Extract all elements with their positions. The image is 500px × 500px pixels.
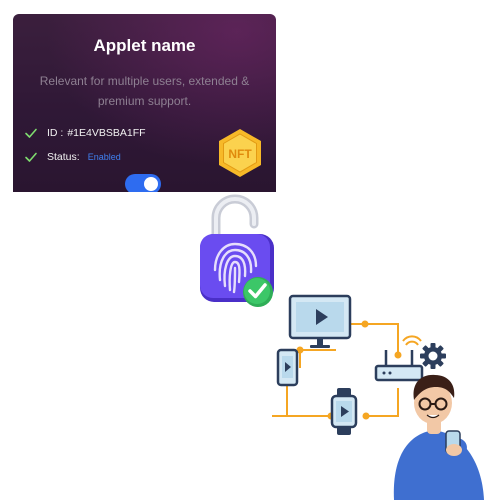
applet-id-label: ID :	[47, 127, 64, 139]
applet-description: Relevant for multiple users, extended & …	[39, 74, 250, 108]
fingerprint-lock-icon	[200, 194, 274, 307]
applet-card: Applet name Relevant for multiple users,…	[13, 14, 276, 192]
toggle-knob	[144, 177, 158, 191]
applet-enable-toggle[interactable]	[125, 174, 161, 192]
gear-icon	[420, 343, 446, 369]
wifi-router-icon	[374, 335, 424, 382]
connected-devices-illustration	[272, 294, 484, 500]
check-icon	[25, 152, 37, 162]
applet-id-value: #1E4VBSBA1FF	[67, 127, 146, 139]
monitor-play-icon	[288, 294, 352, 348]
smartwatch-play-icon	[330, 388, 358, 435]
applet-title: Applet name	[93, 36, 196, 55]
connector-lines	[272, 323, 399, 417]
applet-status-value: Enabled	[87, 152, 121, 162]
nft-badge-text: NFT	[228, 147, 252, 161]
nft-badge-icon: NFT	[219, 129, 261, 177]
connector-dots	[296, 320, 402, 420]
applet-id-row: ID : #1E4VBSBA1FF	[24, 125, 146, 141]
applet-status-row: Status: Enabled	[24, 149, 121, 165]
phone-play-icon	[276, 348, 299, 387]
person-with-phone-illustration	[393, 374, 484, 500]
check-icon	[25, 128, 37, 138]
applet-status-label: Status:	[47, 151, 80, 163]
